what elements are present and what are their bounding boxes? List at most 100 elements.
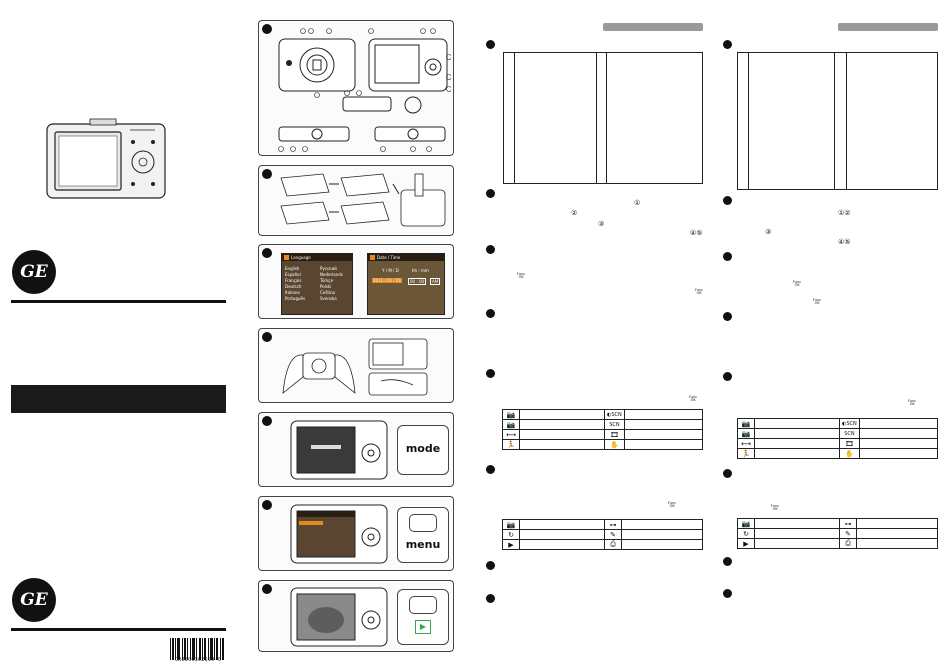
page-a-ref-1: ① [634,199,641,207]
page-a-bullet-6 [486,465,495,474]
ampm-value: AM [430,278,441,285]
date-value: 2011 / 01 / 01 [372,278,403,283]
step-number-5 [262,416,272,426]
camera-back-menu [290,504,388,564]
anti-shake-icon: ✋ [839,448,860,459]
play-icon: ▶ [415,620,431,634]
scn-icon: SCN [604,419,625,430]
barcode-number: CR0500302599-0 [174,657,222,663]
page-a-header-bar [603,23,703,31]
page-b-header-bar [838,23,938,31]
page-b-bullet-1 [723,40,732,49]
page-b-ref-3: ③ [765,228,772,236]
menu-button-shape [409,514,437,532]
step-panel-6: menu [258,496,454,571]
movie-icon: 🎞 [604,429,625,440]
key-icon: ⊶ [839,518,857,529]
page-b-bullet-4 [723,312,732,321]
page-a-bullet-8 [486,594,495,603]
camera-icon: 📷 [737,518,755,529]
step-number-6 [262,500,272,510]
page-b-bullet-5 [723,372,732,381]
page-b-bullet-2 [723,196,732,205]
page-a-bullet-3 [486,245,495,254]
page-b-bullet-3 [723,252,732,261]
movie-icon: 🎞 [839,438,860,449]
camera-icon: 📷 [502,419,520,430]
menu-button-callout[interactable]: menu [397,507,449,563]
page-a-bullet-1 [486,40,495,49]
dscn-text-icon: ◐SCN [604,409,625,420]
edit-icon: ✎ [839,528,857,539]
page-a-bullet-2 [486,189,495,198]
barcode [170,632,226,660]
page-b-ref-12: ①② [838,209,851,217]
menu-label: menu [405,538,441,551]
camera-icon: 📷 [502,409,520,420]
step-number-4 [262,332,272,342]
time-format: hh : mm [412,268,429,273]
step-number-1 [262,24,272,34]
page-b-playback-table: 📷 ⊶ ↻ ✎ ▶ ⎙ [737,518,938,549]
page-b-mode-table: 📷 ◐SCN 📷 SCN ⟷ 🎞 🏃 ✋ [737,418,939,459]
cover-divider-top [11,300,226,303]
play-button-callout[interactable]: ▶ [397,589,449,645]
print-icon: ⎙ [839,538,857,549]
datetime-screen: Date / Time Y / M / D hh : mm 2011 / 01 … [367,253,445,315]
sport-icon: 🏃 [737,448,755,459]
page-b-bullet-7 [723,557,732,566]
rotate-icon: ↻ [737,528,755,539]
panorama-icon: ⟷ [737,438,755,449]
language-title: Language [291,255,311,260]
key-icon: ⊶ [604,519,622,530]
play-button-shape [409,596,437,614]
camera-back-playback [290,587,388,647]
battery-install-diagram [280,173,446,227]
step-number-7 [262,584,272,594]
page-b-table [737,52,938,190]
edit-icon: ✎ [604,529,622,540]
date-format: Y / M / D [382,268,399,273]
anti-shake-icon: ✋ [604,439,625,450]
rotate-icon: ↻ [502,529,520,540]
camera-icon: 📷 [737,428,755,439]
step-panel-4 [258,328,454,403]
cover-title-band [11,385,226,413]
mode-button-callout[interactable]: mode [397,425,449,475]
scn-icon: SCN [839,428,860,439]
page-b-bullet-8 [723,589,732,598]
slideshow-icon: ▶ [502,539,520,550]
page-b-bullet-6 [723,469,732,478]
page-a-playback-table: 📷⊶ ↻✎ ▶⎙ [502,519,703,550]
page-b-ref-45: ④⑤ [838,238,851,246]
camera-parts-diagram [278,28,451,152]
camera-back-mode [290,420,388,480]
step-panel-2 [258,165,454,236]
cover-divider-bottom [11,628,226,631]
slideshow-icon: ▶ [737,538,755,549]
camera-icon: 📷 [737,418,755,429]
dscn-text-icon: ◐SCN [839,418,860,429]
step-number-3 [262,248,272,258]
step-number-2 [262,169,272,179]
ge-logo-bottom: GE [12,578,56,622]
page-a-mode-table: 📷◐SCN 📷SCN ⟷🎞 🏃✋ [502,409,704,450]
page-a-bullet-5 [486,369,495,378]
page-a-table [503,52,703,184]
time-value: 00 : 00 [408,278,427,285]
print-icon: ⎙ [604,539,622,550]
datetime-title: Date / Time [377,255,401,260]
step-panel-5: mode [258,412,454,487]
page-a-ref-45: ④⑤ [690,229,703,237]
